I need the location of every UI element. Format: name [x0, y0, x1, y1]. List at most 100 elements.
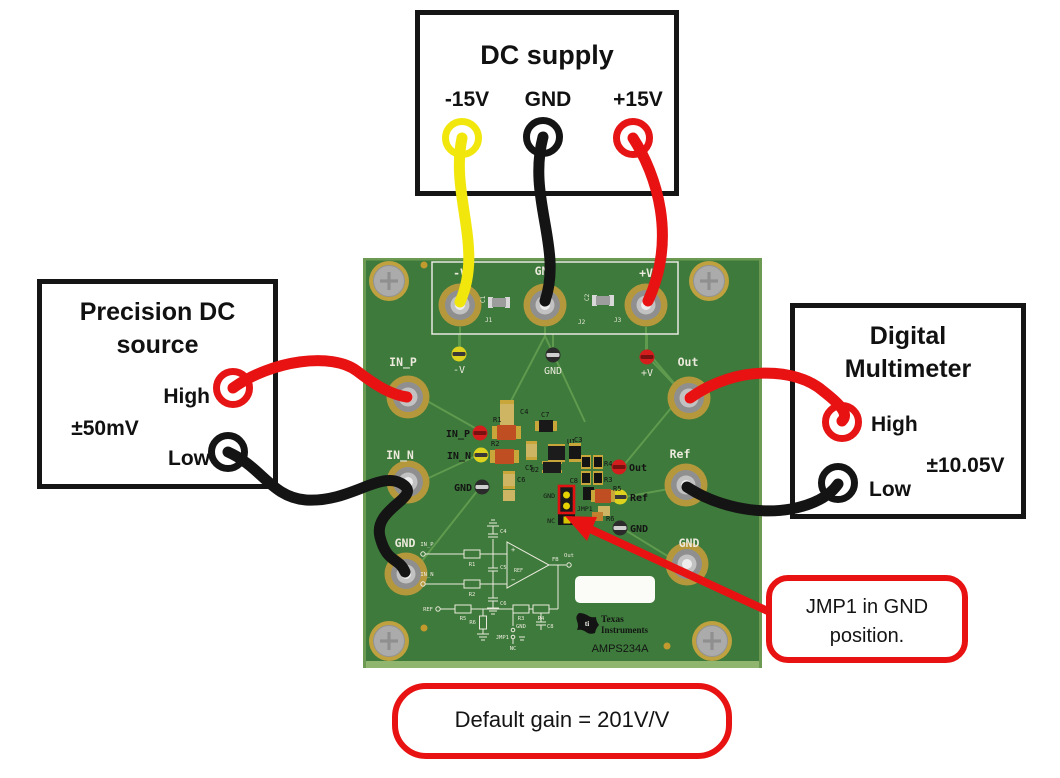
neg15v-label: -15V: [444, 88, 490, 111]
j2-ref: J2: [578, 319, 586, 326]
svg-text:C2: C2: [584, 293, 591, 301]
svg-text:C5: C5: [525, 464, 533, 472]
svg-text:GND: GND: [516, 624, 526, 630]
testpoint-in-p: [472, 425, 488, 441]
svg-text:C5: C5: [500, 565, 507, 571]
svg-text:Out: Out: [564, 553, 574, 559]
dc-supply-box: DC supply -15V GND +15V: [415, 10, 679, 196]
svg-text:U1: U1: [567, 438, 575, 446]
brand-line1: Texas: [601, 615, 624, 625]
dmm-reading-label: ±10.05V: [926, 454, 1005, 477]
brand-line2: Instruments: [601, 625, 649, 635]
silkscreen-schematic: [420, 519, 572, 644]
connector-in-p: [386, 375, 430, 419]
mounting-screw: [687, 259, 731, 303]
svg-text:IN_P: IN_P: [420, 542, 434, 548]
svg-text:C6: C6: [500, 601, 507, 607]
tp-pos-v-label: +V: [641, 368, 653, 379]
svg-text:FB: FB: [552, 557, 559, 563]
bulk-capacitor-c2: C2: [584, 293, 614, 306]
gain-note-text: Default gain = 201V/V: [454, 707, 670, 732]
svg-text:R2: R2: [469, 592, 476, 598]
testpoint-out: [611, 459, 627, 475]
j3-ref: J3: [614, 317, 622, 324]
svg-text:−: −: [511, 576, 515, 584]
part-number: AMPS234A: [592, 643, 650, 655]
connector-in-n: [386, 460, 430, 504]
tp-out-label: Out: [629, 463, 647, 474]
connector-pos-v: [624, 283, 668, 327]
gnd-label: GND: [535, 264, 556, 278]
out-label: Out: [678, 355, 699, 369]
neg-v-label: -V: [453, 266, 467, 280]
pos15v-label: +15V: [613, 88, 663, 111]
board-label-sticker: [575, 576, 655, 603]
svg-text:C1: C1: [480, 295, 487, 303]
svg-text:C4: C4: [500, 529, 507, 535]
svg-text:C3: C3: [574, 436, 582, 444]
in-n-label: IN_N: [386, 448, 414, 463]
testpoint-gnd-right: [612, 520, 628, 536]
pos-v-label: +V: [639, 266, 653, 280]
svg-text:R4: R4: [604, 460, 612, 468]
testpoint-gnd-mid: [474, 479, 490, 495]
source-high-label: High: [163, 385, 210, 408]
dmm-low-label: Low: [869, 478, 911, 501]
multimeter-title: Digital Multimeter: [844, 322, 972, 383]
svg-text:+: +: [511, 546, 515, 554]
mounting-screw: [367, 619, 411, 663]
svg-text:R6: R6: [469, 620, 476, 626]
svg-text:REF: REF: [423, 607, 433, 613]
source-low-label: Low: [168, 447, 210, 470]
svg-text:R1: R1: [469, 562, 476, 568]
mounting-screw: [367, 259, 411, 303]
multimeter-box: Digital Multimeter High ±10.05V Low: [790, 303, 1026, 519]
tp-in-p-label: IN_P: [446, 429, 470, 440]
gnd-right-label: GND: [679, 536, 700, 550]
connector-out: [667, 376, 711, 420]
svg-text:R4: R4: [538, 616, 545, 622]
ti-logo: ti: [576, 613, 599, 634]
tp-gnd-mid-label: GND: [454, 483, 472, 494]
svg-text:JMP1: JMP1: [496, 635, 509, 641]
svg-text:R3: R3: [604, 476, 612, 484]
tp-neg-v-label: -V: [453, 365, 465, 376]
dc-supply-title: DC supply: [480, 40, 614, 70]
svg-text:C8: C8: [547, 624, 554, 630]
dmm-high-label: High: [871, 413, 918, 436]
source-range-label: ±50mV: [71, 417, 139, 440]
tp-ref-label: Ref: [630, 493, 648, 504]
schematic-labels: IN_P R1 C4 IN_N R2 C5 C6 + − REF FB Out …: [420, 529, 574, 652]
fiducial-dot: [420, 261, 428, 269]
jumper-name-label: JMP1: [577, 505, 593, 513]
svg-text:REF: REF: [514, 568, 523, 574]
testpoint-pos-v: [639, 349, 655, 365]
tp-gnd-right-label: GND: [630, 524, 648, 535]
pcb-bottom-edge: [363, 661, 762, 668]
default-gain-callout: Default gain = 201V/V: [392, 683, 732, 759]
testpoint-gnd: [545, 347, 561, 363]
evaluation-board: -V GND +V J1 J2 J3 C1 C2 -V GND +V: [363, 258, 762, 668]
supply-gnd-label: GND: [524, 88, 572, 111]
svg-text:R5: R5: [460, 616, 467, 622]
svg-text:C6: C6: [517, 476, 525, 484]
board-graphics: -V GND +V J1 J2 J3 C1 C2 -V GND +V: [363, 258, 762, 668]
svg-text:ti: ti: [585, 620, 589, 628]
fiducial-dot: [663, 642, 671, 650]
svg-text:NC: NC: [510, 646, 517, 652]
mounting-screw: [690, 619, 734, 663]
connector-neg-v: [438, 283, 482, 327]
bulk-capacitor-c1: C1: [480, 295, 510, 308]
precision-dc-source-box: Precision DC source High ±50mV Low: [37, 279, 278, 489]
jumper-position-callout: JMP1 in GND position.: [766, 575, 968, 663]
svg-text:C7: C7: [541, 411, 549, 419]
svg-text:R2: R2: [491, 440, 499, 448]
tp-in-n-label: IN_N: [447, 451, 471, 462]
svg-text:R3: R3: [518, 616, 525, 622]
svg-text:R1: R1: [493, 416, 501, 424]
svg-text:IN_N: IN_N: [420, 572, 433, 578]
svg-text:R5: R5: [613, 485, 621, 493]
smd-components: C4 R1 R2 C5 C6 C7 U1: [490, 400, 621, 523]
gnd-left-label: GND: [395, 536, 416, 550]
